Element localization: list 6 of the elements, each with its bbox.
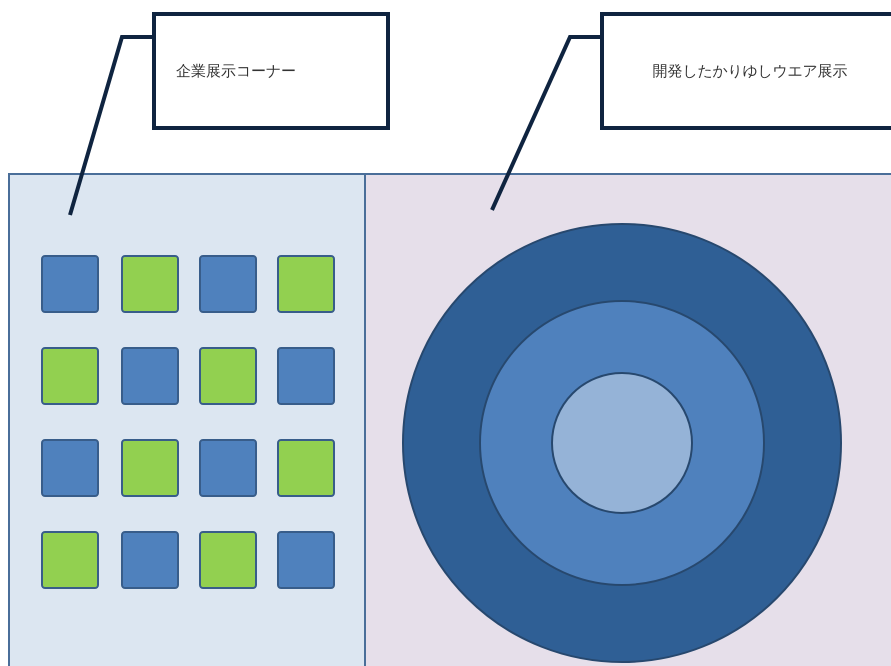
callout-box [600,12,891,130]
leader-line [490,35,600,211]
callout-text: 企業展示コーナー [176,60,297,82]
leader-line [68,35,152,216]
callout-box [152,12,390,130]
callout-text: 開発したかりゆしウエア展示 [652,60,848,82]
